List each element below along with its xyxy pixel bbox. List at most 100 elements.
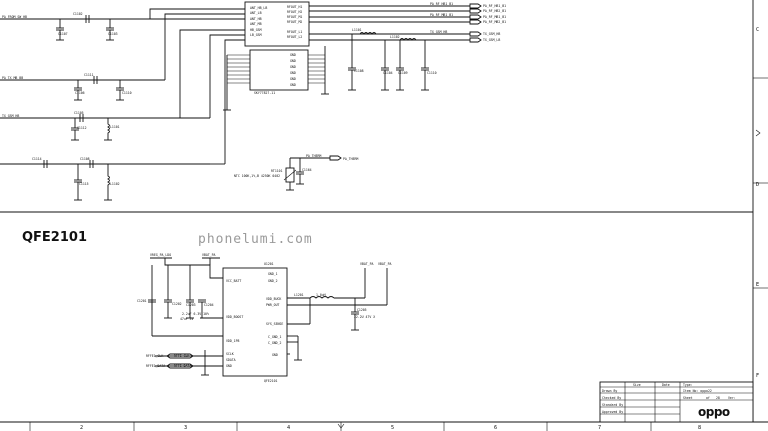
- svg-text:PA_RF_MB1_B1: PA_RF_MB1_B1: [483, 15, 506, 19]
- qfe-supply-nets: VREG_PA_LDO VBAT_PA VBAT_PA VBAT_PA: [150, 253, 392, 337]
- svg-text:GND: GND: [290, 83, 296, 87]
- qfe-buck-output: L1201 1.0uH C1205 22.2U 47V X: [287, 268, 388, 361]
- qfe-decoupling-caps: C1201 C1202 C1203 C1204 2.2uF 6.3V 10% 4…: [137, 299, 214, 321]
- qfe-control-nets: RFFE1_CLK RFFE1_DATA RFFE_CLK RFFE_DATA: [146, 350, 223, 376]
- u1101-upper-box: [244, 1, 310, 47]
- svg-text:ANT_HB: ANT_HB: [250, 17, 262, 21]
- svg-text:NTC 100K,1%,B 4250K 0402: NTC 100K,1%,B 4250K 0402: [234, 174, 280, 178]
- svg-text:GND: GND: [290, 53, 296, 57]
- row-d: D: [756, 182, 759, 188]
- svg-text:SYS_SENSE: SYS_SENSE: [266, 322, 283, 326]
- svg-text:VDD_BOOST: VDD_BOOST: [226, 315, 243, 319]
- svg-text:C1106: C1106: [75, 91, 85, 95]
- svg-text:PA_RF_HB1_B1: PA_RF_HB1_B1: [430, 2, 453, 6]
- col-7: 7: [598, 425, 601, 431]
- svg-text:GND_2: GND_2: [268, 279, 278, 283]
- svg-text:C1102: C1102: [73, 12, 83, 16]
- svg-text:C1110: C1110: [427, 71, 437, 75]
- svg-text:28: 28: [716, 396, 720, 400]
- svg-text:TX_GSM_LB: TX_GSM_LB: [483, 38, 500, 42]
- svg-text:22.2U 47V X: 22.2U 47V X: [354, 315, 375, 319]
- u1101-part: SKY77827-11: [254, 91, 275, 95]
- col-2: 2: [80, 425, 83, 431]
- svg-text:VBAT_PA: VBAT_PA: [360, 262, 374, 266]
- upper-shunts: C1107 C1103 C1106 C1110 C1112 L1101 C111…: [56, 19, 132, 201]
- pa-thermistor: C1164 RT1101 NTC 100K,1%,B 4250K 0402 PA…: [234, 154, 358, 191]
- pa-module-u1101: ANT_HB_LB ANT_LB ANT_HB ANT_MB HB_GSM LB…: [223, 1, 329, 111]
- svg-text:RFOUT_H1: RFOUT_H1: [287, 5, 302, 9]
- watermark: phonelumi.com: [198, 232, 313, 247]
- svg-text:LB_GSM: LB_GSM: [250, 33, 262, 37]
- svg-text:RFOUT_M1: RFOUT_M1: [287, 15, 302, 19]
- svg-text:Checked By: Checked By: [602, 396, 621, 400]
- svg-text:L1101: L1101: [352, 28, 362, 32]
- qfe2101-ic: U1201 QFE2101 VCC_BATT VDD_BOOST VDD_1P8…: [222, 262, 288, 383]
- section-title: QFE2101: [22, 230, 87, 245]
- svg-text:C1202: C1202: [172, 302, 182, 306]
- row-markers: C D E F: [753, 27, 768, 379]
- svg-text:C1104: C1104: [383, 71, 393, 75]
- svg-text:RT1101: RT1101: [271, 169, 283, 173]
- svg-text:HB_GSM: HB_GSM: [250, 28, 262, 32]
- svg-text:1.0uH: 1.0uH: [316, 293, 326, 297]
- svg-text:C1164: C1164: [302, 168, 312, 172]
- upper-left-bus: [149, 8, 245, 165]
- svg-text:SCLK: SCLK: [226, 352, 234, 356]
- svg-text:VDD_1P8: VDD_1P8: [226, 339, 240, 343]
- upper-right-nets: PA_RF_HB1_B1 PA_RF_MB1_B1 TX_GSM_HB PA_R…: [309, 2, 506, 91]
- svg-text:Type:: Type:: [683, 383, 693, 387]
- svg-text:2.2uF 6.3V 10%: 2.2uF 6.3V 10%: [182, 312, 209, 316]
- svg-text:PA_THERM: PA_THERM: [343, 157, 358, 161]
- svg-text:L1201: L1201: [294, 293, 304, 297]
- svg-text:PA_RF_MB2_B1: PA_RF_MB2_B1: [483, 20, 506, 24]
- net-pa-from-sw: PA_FROM_SW_HB: [2, 15, 27, 19]
- title-block: Size Date Type: Drawn By Checked By Stan…: [599, 381, 754, 423]
- col-3: 3: [184, 425, 187, 431]
- svg-text:C1201: C1201: [137, 299, 147, 303]
- svg-text:Date: Date: [662, 383, 670, 387]
- svg-text:C1111: C1111: [84, 73, 94, 77]
- net-pa-tx-mb: PA_TX_MB_BB: [2, 76, 23, 80]
- svg-text:SDATA: SDATA: [226, 358, 236, 362]
- svg-text:47uF 4V: 47uF 4V: [180, 317, 194, 321]
- svg-text:PWR_OUT: PWR_OUT: [266, 303, 280, 307]
- svg-text:C1107: C1107: [58, 32, 68, 36]
- svg-text:C1203: C1203: [186, 303, 196, 307]
- svg-text:VCC_BATT: VCC_BATT: [226, 279, 241, 283]
- svg-text:VDD_BUCK: VDD_BUCK: [266, 297, 281, 301]
- svg-text:GND: GND: [290, 71, 296, 75]
- svg-text:RFFE1_CLK: RFFE1_CLK: [146, 354, 163, 358]
- svg-text:C1112: C1112: [77, 126, 87, 130]
- net-tx-gsm-hb: TX_GSM_HB: [2, 114, 19, 118]
- svg-text:Drawn By: Drawn By: [602, 389, 617, 393]
- svg-text:C1205: C1205: [357, 308, 367, 312]
- svg-text:RFFE1_DATA: RFFE1_DATA: [146, 364, 165, 368]
- svg-text:C1110: C1110: [122, 91, 132, 95]
- column-markers: 2 3 4 5 6 7 8: [29, 422, 701, 431]
- svg-text:TX_GSM_HB: TX_GSM_HB: [430, 30, 447, 34]
- oppo-logo: oppo: [698, 405, 730, 419]
- svg-text:C1108: C1108: [354, 69, 364, 73]
- upper-left-caps: C1102 C1111 C1105 C1114 C1108: [32, 12, 98, 168]
- svg-text:C1204: C1204: [204, 303, 214, 307]
- svg-text:C1103: C1103: [108, 32, 118, 36]
- svg-text:VBAT_PA: VBAT_PA: [202, 253, 216, 257]
- u1101-gnd-box: [249, 49, 309, 91]
- svg-text:U1201: U1201: [264, 262, 274, 266]
- row-e: E: [756, 282, 759, 288]
- svg-text:RFFE_CLK: RFFE_CLK: [174, 354, 189, 358]
- svg-text:Ver:: Ver:: [728, 396, 736, 400]
- svg-text:GND: GND: [290, 59, 296, 63]
- svg-text:PA_RF_HB2_B1: PA_RF_HB2_B1: [483, 9, 506, 13]
- svg-text:Sheet: Sheet: [683, 396, 693, 400]
- upper-left-nets: PA_FROM_SW_HB PA_TX_MB_BB TX_GSM_HB: [0, 15, 245, 165]
- svg-text:ANT_LB: ANT_LB: [250, 11, 262, 15]
- svg-text:GND: GND: [290, 77, 296, 81]
- svg-text:RFOUT_M2: RFOUT_M2: [287, 20, 302, 24]
- svg-text:VBAT_PA: VBAT_PA: [378, 262, 392, 266]
- svg-text:C1109: C1109: [398, 71, 408, 75]
- col-6: 6: [494, 425, 497, 431]
- row-c: C: [756, 27, 759, 33]
- svg-text:RFOUT_L1: RFOUT_L1: [287, 30, 302, 34]
